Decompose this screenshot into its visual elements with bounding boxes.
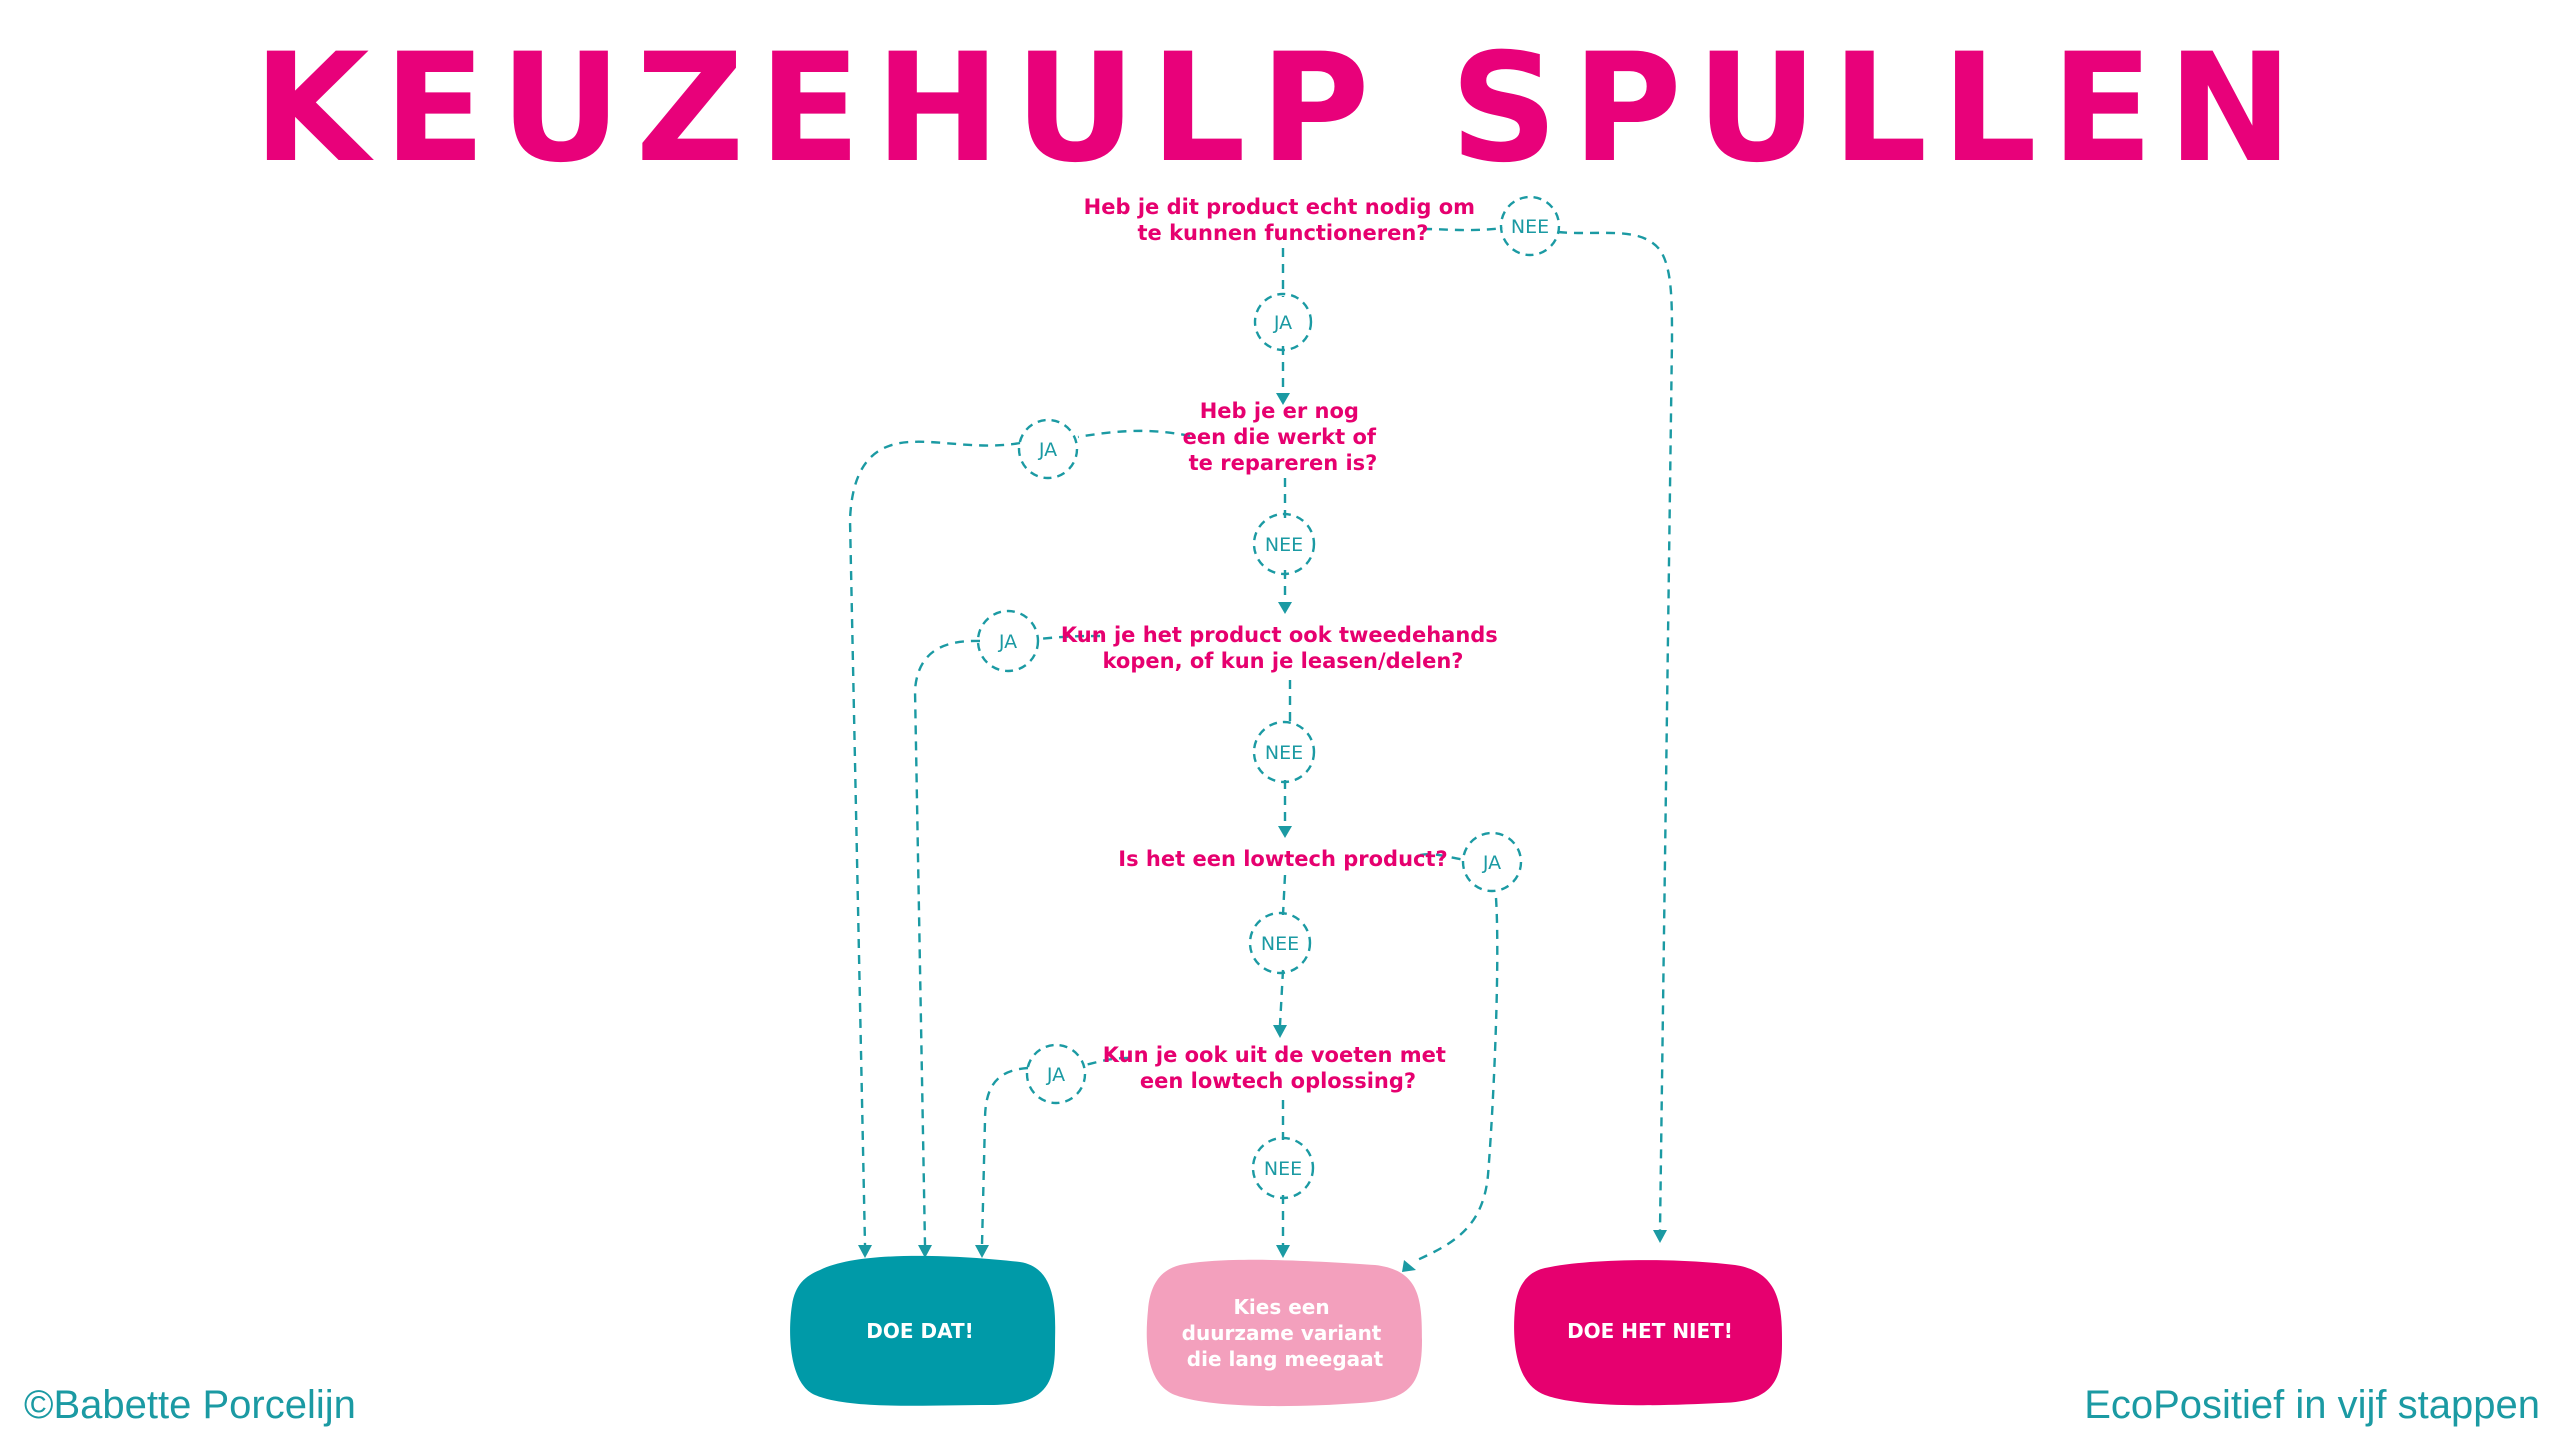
outcome-duurzaam-text: Kies een duurzame variant die lang meega… — [1182, 1295, 1389, 1371]
outcome-doe-dat-text: DOE DAT! — [866, 1319, 974, 1343]
question-2: Heb je er nog een die werkt of te repare… — [1183, 399, 1384, 475]
connector-q4-ja — [1419, 853, 1467, 862]
answer-label: JA — [1046, 1064, 1065, 1086]
outcome-doe-het-niet: DOE HET NIET! — [1514, 1260, 1782, 1406]
connectors — [848, 226, 1674, 1272]
question-5-line: Kun je ook uit de voeten met — [1103, 1043, 1446, 1067]
footer-series-title: EcoPositief in vijf stappen — [2084, 1383, 2540, 1427]
outcome-doe-dat-shape — [790, 1255, 1056, 1406]
connector-ja-doedat-3 — [980, 1066, 1029, 1246]
arrowhead — [1276, 1245, 1290, 1258]
arrowhead — [1273, 1025, 1287, 1038]
answer-bubble-q4-ja: JA — [1461, 831, 1523, 893]
connector-nee-doehetniet — [1557, 230, 1674, 1231]
connector-q4-nee — [1281, 874, 1287, 916]
answer-bubble-q5-ja: JA — [1025, 1043, 1087, 1105]
answer-label: JA — [1482, 852, 1501, 874]
outcome-duurzaam-shape — [1146, 1259, 1422, 1407]
question-2-line: te repareren is? — [1189, 451, 1378, 475]
answer-bubble-q5-nee: NEE — [1251, 1136, 1315, 1200]
footer-credit: ©Babette Porcelijn — [24, 1383, 356, 1427]
question-1-line: te kunnen functioneren? — [1138, 221, 1429, 245]
connector-q1-nee — [1422, 226, 1504, 232]
answer-bubble-q3-nee: NEE — [1252, 720, 1316, 784]
arrowhead — [1276, 393, 1290, 405]
question-4: Is het een lowtech product? — [1118, 847, 1447, 871]
outcome-doe-het-niet-text: DOE HET NIET! — [1567, 1319, 1733, 1343]
question-2-line: Heb je er nog — [1200, 399, 1359, 423]
answer-label: JA — [998, 631, 1017, 653]
answer-bubble-q1-nee: NEE — [1499, 195, 1561, 257]
question-1: Heb je dit product echt nodig om te kunn… — [1084, 195, 1483, 245]
arrowhead — [1653, 1230, 1667, 1243]
page-title: KEUZEHULP SPULLEN — [253, 22, 2307, 196]
arrowhead — [1278, 602, 1292, 614]
outcome-doe-het-niet-shape — [1514, 1260, 1782, 1406]
answer-bubble-q4-nee: NEE — [1248, 911, 1312, 975]
answer-bubble-q3-ja: JA — [976, 609, 1040, 673]
answer-label: JA — [1273, 312, 1292, 334]
connector-ja-duurzaam — [1412, 897, 1499, 1264]
question-3-line: kopen, of kun je leasen/delen? — [1103, 649, 1464, 673]
connector-ja-doedat-2 — [913, 639, 981, 1246]
answer-label: NEE — [1264, 1158, 1302, 1180]
answer-bubble-q2-nee: NEE — [1252, 512, 1316, 576]
outcome-duurzaam: Kies een duurzame variant die lang meega… — [1146, 1259, 1422, 1407]
question-2-line: een die werkt of — [1183, 425, 1377, 449]
question-5-line: een lowtech oplossing? — [1140, 1069, 1416, 1093]
question-3: Kun je het product ook tweedehands kopen… — [1061, 623, 1505, 673]
connector-q3-ja — [1037, 634, 1101, 641]
arrowhead — [1278, 826, 1292, 838]
connector-ja-doedat-1 — [848, 440, 1021, 1246]
question-1-line: Heb je dit product echt nodig om — [1084, 195, 1475, 219]
connector-nee-q5 — [1278, 969, 1285, 1026]
answer-label: JA — [1038, 439, 1057, 461]
connector-q2-ja — [1077, 429, 1191, 439]
outcome-duurzaam-line: Kies een — [1233, 1295, 1329, 1319]
answer-label: NEE — [1265, 534, 1303, 556]
outcome-duurzaam-line: die lang meegaat — [1187, 1347, 1384, 1371]
arrowhead — [858, 1245, 872, 1258]
answer-bubble-q1-ja: JA — [1253, 292, 1313, 352]
arrowhead — [1402, 1260, 1416, 1272]
answer-bubble-q2-ja: JA — [1017, 418, 1079, 480]
connector-q5-ja — [1084, 1056, 1129, 1067]
outcome-duurzaam-line: duurzame variant — [1182, 1321, 1382, 1345]
arrowhead — [975, 1245, 989, 1258]
question-3-line: Kun je het product ook tweedehands — [1061, 623, 1498, 647]
arrowhead — [918, 1245, 932, 1258]
answer-label: NEE — [1261, 933, 1299, 955]
outcome-doe-dat: DOE DAT! — [790, 1255, 1056, 1406]
question-5: Kun je ook uit de voeten met een lowtech… — [1103, 1043, 1453, 1093]
question-4-line: Is het een lowtech product? — [1118, 847, 1447, 871]
answer-label: NEE — [1265, 742, 1303, 764]
answer-label: NEE — [1511, 216, 1549, 238]
